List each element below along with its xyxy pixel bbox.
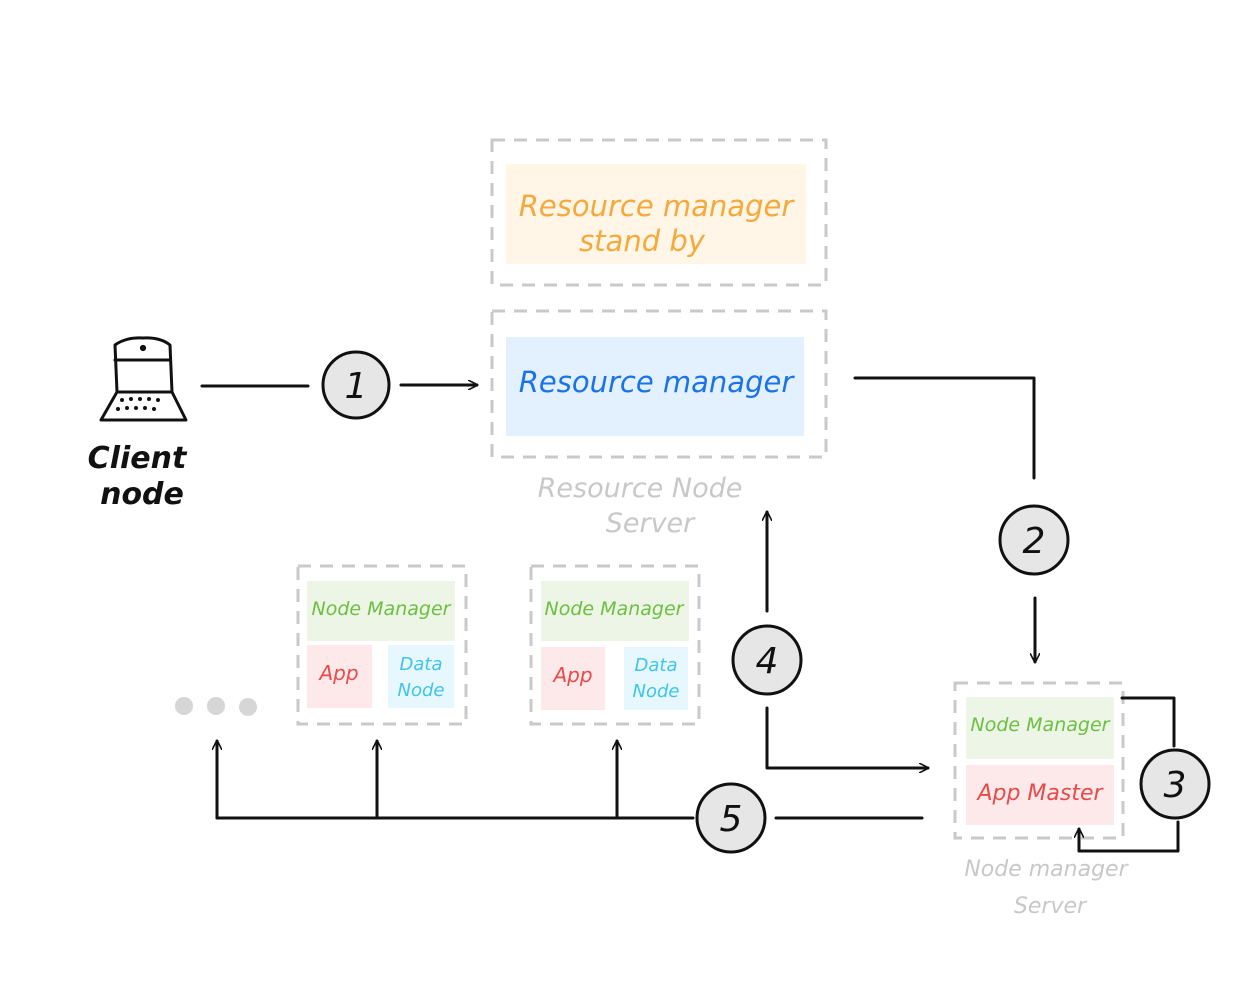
worker-node-2-data-panel: [624, 647, 688, 710]
client-label-line2: node: [100, 477, 184, 512]
master-server-caption-line2: Server: [1014, 894, 1088, 919]
connector-step3-b: [1079, 820, 1180, 853]
worker-node-1-app-label: App: [317, 661, 358, 685]
connector-step3-a: [1120, 696, 1176, 748]
step-1-label: 1: [345, 366, 368, 407]
step-2-marker: 2: [998, 504, 1070, 576]
worker-node-2-manager-panel: [541, 581, 689, 641]
active-server-box: [490, 309, 828, 459]
step-1-marker: 1: [321, 350, 391, 420]
worker-node-1: Node Manager App Data Node: [296, 564, 468, 726]
worker-node-1-box: [296, 564, 468, 726]
resource-manager-label: Resource manager: [519, 365, 796, 399]
worker-node-2-app-label: App: [551, 663, 592, 687]
app-master-panel: [966, 765, 1114, 825]
step-5-marker: 5: [695, 782, 767, 854]
worker-node-1-data-panel: [388, 645, 454, 708]
worker-node-1-app-panel: [307, 645, 372, 708]
worker-node-2-box: [529, 564, 701, 726]
master-node-manager-label: Node Manager: [971, 714, 1111, 736]
laptop-icon: [99, 336, 188, 422]
step-4-marker: 4: [731, 624, 803, 696]
connectors: [200, 376, 1180, 853]
connector-step4-b: [765, 706, 930, 768]
master-server-caption-line1: Node manager: [964, 857, 1129, 882]
resource-server-caption-line1: Resource Node: [538, 473, 743, 504]
step-5-label: 5: [720, 799, 743, 840]
worker-node-2: Node Manager App Data Node: [529, 564, 701, 726]
standby-manager-panel: [506, 164, 806, 264]
resource-server-caption-line2: Server: [606, 508, 696, 539]
standby-manager-label-line1: Resource manager: [519, 189, 796, 223]
client-node: Client node: [88, 336, 188, 512]
worker-node-1-manager-label: Node Manager: [312, 598, 452, 620]
step-2-label: 2: [1023, 521, 1046, 562]
resource-node-server: Resource manager stand by Resource manag…: [490, 138, 828, 539]
worker-node-1-manager-panel: [307, 581, 455, 641]
master-node-server: Node Manager App Master Node manager Ser…: [953, 681, 1130, 919]
standby-server-box: [490, 138, 828, 287]
worker-node-2-manager-label: Node Manager: [545, 598, 685, 620]
client-label-line1: Client: [88, 441, 188, 476]
connector-step2-a: [853, 376, 1036, 480]
worker-node-1-data-label-line1: Data: [400, 654, 443, 675]
worker-node-1-data-label-line2: Node: [398, 680, 445, 701]
more-nodes-ellipsis: [175, 697, 257, 716]
step-4-label: 4: [756, 641, 779, 682]
worker-node-2-app-panel: [541, 647, 605, 710]
step-3-marker: 3: [1139, 748, 1211, 820]
master-node-manager-panel: [966, 697, 1114, 759]
worker-node-2-data-label-line2: Node: [633, 681, 680, 702]
step-3-label: 3: [1164, 765, 1187, 806]
worker-node-2-data-label-line1: Data: [635, 655, 678, 676]
standby-manager-label-line2: stand by: [579, 224, 706, 258]
resource-manager-panel: [506, 337, 804, 436]
app-master-label: App Master: [975, 781, 1104, 806]
master-node-box: [953, 681, 1125, 840]
